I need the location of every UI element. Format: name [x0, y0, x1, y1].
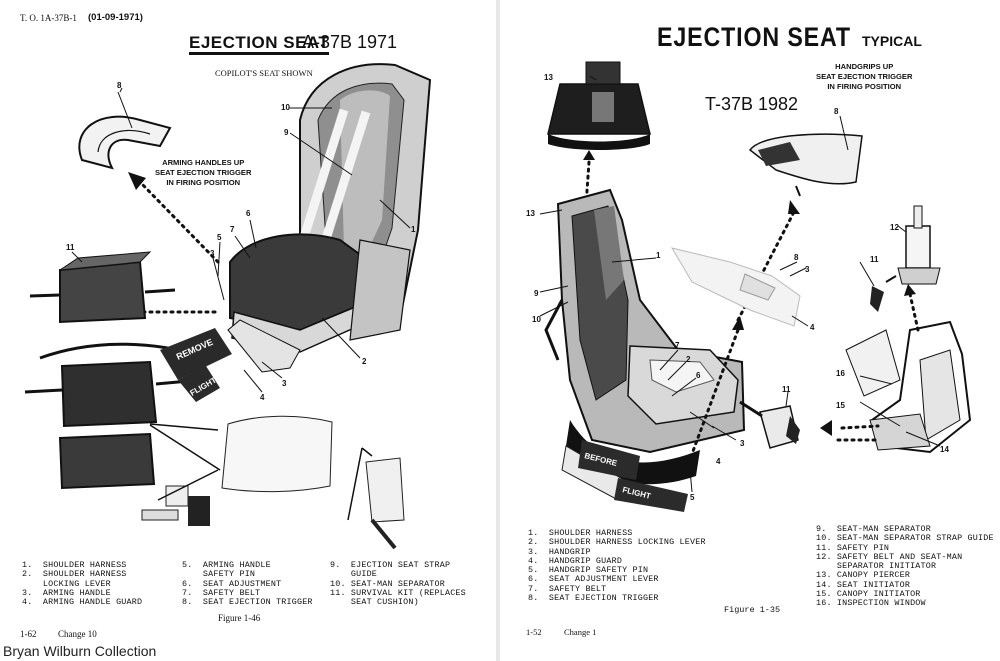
callout-8b-right: 8 [794, 253, 799, 262]
page-divider [496, 0, 500, 661]
callout-11: 11 [66, 243, 75, 252]
page-title-right: EJECTION SEAT [657, 22, 851, 52]
annotation-arming-handles: ARMING HANDLES UP SEAT EJECTION TRIGGER … [155, 158, 252, 187]
callout-9: 9 [284, 128, 289, 137]
callout-8: 8 [117, 81, 122, 90]
before-flight-ribbon [578, 440, 688, 512]
survival-kit-drawing [24, 251, 221, 490]
page-title: EJECTION SEAT [189, 33, 330, 55]
right-manual-page: EJECTION SEAT TYPICAL HANDGRIPS UP SEAT … [500, 0, 1000, 661]
callout-10-right: 10 [532, 315, 541, 324]
page-number-right: 1-52 [526, 627, 542, 637]
initiator-drawing [897, 205, 941, 285]
callout-14: 14 [940, 445, 949, 454]
callout-13b: 13 [526, 209, 535, 218]
callout-5: 5 [217, 233, 222, 242]
callout-2: 2 [362, 357, 367, 366]
remove-before-flight-ribbon [160, 328, 232, 402]
aircraft-year-label-right: T-37B 1982 [705, 94, 799, 114]
aircraft-year-label: A-37B 1971 [302, 32, 398, 52]
figure-caption-right: Figure 1-35 [724, 605, 781, 615]
seat-frame-drawing [845, 320, 972, 454]
figure-caption: Figure 1-46 [218, 613, 261, 623]
canopy-initiator-drawing [739, 391, 800, 449]
callout-6-right: 6 [696, 371, 701, 380]
typical-label: TYPICAL [862, 33, 922, 49]
callout-3b: 3 [210, 249, 215, 258]
callout-13: 13 [544, 73, 553, 82]
callout-7-right: 7 [675, 341, 680, 350]
callout-4b-right: 4 [810, 323, 815, 332]
change-label-right: Change 1 [564, 627, 597, 637]
handgrip-guard-drawing [670, 247, 801, 327]
callout-1: 1 [411, 225, 416, 234]
callout-2-right: 2 [686, 355, 691, 364]
callout-15: 15 [836, 401, 845, 410]
callout-16: 16 [836, 369, 845, 378]
annotation-handgrips: HANDGRIPS UP SEAT EJECTION TRIGGER IN FI… [816, 62, 913, 91]
seat-shell [227, 63, 432, 373]
canopy-piercer-drawing [547, 61, 651, 150]
callout-3b-right: 3 [805, 265, 810, 274]
callout-4-right: 4 [716, 457, 721, 466]
seat-shell-right [544, 188, 746, 501]
callout-7: 7 [230, 225, 235, 234]
collection-credit: Bryan Wilburn Collection [3, 643, 157, 659]
callout-3-right: 3 [740, 439, 745, 448]
survival-kit-contents [141, 415, 405, 550]
handgrip-drawing [748, 115, 863, 197]
callout-9-right: 9 [534, 289, 539, 298]
callout-11-right: 11 [870, 255, 879, 264]
callout-1-right: 1 [656, 251, 661, 260]
figure-subtitle: COPILOT'S SEAT SHOWN [215, 68, 313, 78]
callout-5-right: 5 [690, 493, 695, 502]
callout-4: 4 [260, 393, 265, 402]
callout-3: 3 [282, 379, 287, 388]
to-number: T. O. 1A-37B-1 [20, 13, 77, 23]
left-manual-page: T. O. 1A-37B-1 (01-09-1971) EJECTION SEA… [0, 0, 496, 661]
callout-12: 12 [890, 223, 899, 232]
ejection-seat-illustration-a37b: 8 10 9 1 2 3 4 3 5 7 6 11 REMOVE FLIGHT [24, 63, 432, 550]
page-number: 1-62 [20, 629, 37, 639]
callout-6: 6 [246, 209, 251, 218]
callout-10: 10 [281, 103, 290, 112]
ejection-seat-illustration-t37b: 13 8 13 1 9 10 7 2 6 3 4 5 8 3 4 12 11 1… [526, 61, 972, 512]
change-label: Change 10 [58, 629, 97, 639]
callout-8-right: 8 [834, 107, 839, 116]
safety-pin-drawing [859, 261, 897, 312]
callout-11b-right: 11 [782, 385, 791, 394]
arming-handle-drawing [78, 91, 172, 170]
to-date: (01-09-1971) [88, 12, 143, 23]
